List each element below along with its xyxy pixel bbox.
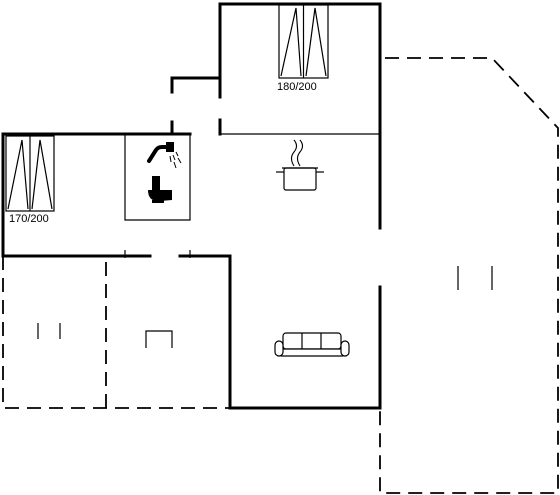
bed-sheet-right bbox=[305, 7, 327, 77]
wall-entry-nib bbox=[170, 76, 222, 94]
shower-icon bbox=[147, 142, 182, 169]
bed-sheet-right bbox=[31, 139, 53, 210]
bed-sheet-left bbox=[7, 139, 29, 210]
bed-sheet-left bbox=[280, 7, 302, 77]
window-markers bbox=[37, 266, 493, 339]
sofa-back bbox=[282, 332, 342, 350]
double-bed-icon: 180/200 bbox=[277, 4, 329, 93]
terrace-left-outline bbox=[2, 256, 230, 409]
sofa-arm-left bbox=[274, 340, 284, 357]
terrace-right-outline bbox=[379, 57, 559, 494]
terrace-outlines bbox=[2, 57, 559, 494]
double-bed-icon: 170/200 bbox=[5, 135, 55, 225]
sofa-arm-right bbox=[340, 340, 350, 357]
pot-body bbox=[283, 167, 317, 191]
wall-left-block bbox=[1, 132, 192, 258]
wall-bedroom-top bbox=[218, 2, 382, 230]
bed-size-label: 170/200 bbox=[9, 213, 49, 225]
cooking-pot-icon bbox=[276, 139, 324, 191]
interior-lines bbox=[124, 133, 380, 258]
bed-size-label: 180/200 bbox=[277, 81, 317, 93]
toilet-icon bbox=[148, 176, 172, 203]
sofa-seat bbox=[279, 348, 345, 357]
sofa-icon bbox=[274, 332, 350, 357]
bathroom-outline bbox=[124, 134, 191, 221]
wall-living-left bbox=[178, 254, 382, 410]
table-icon bbox=[145, 330, 173, 348]
